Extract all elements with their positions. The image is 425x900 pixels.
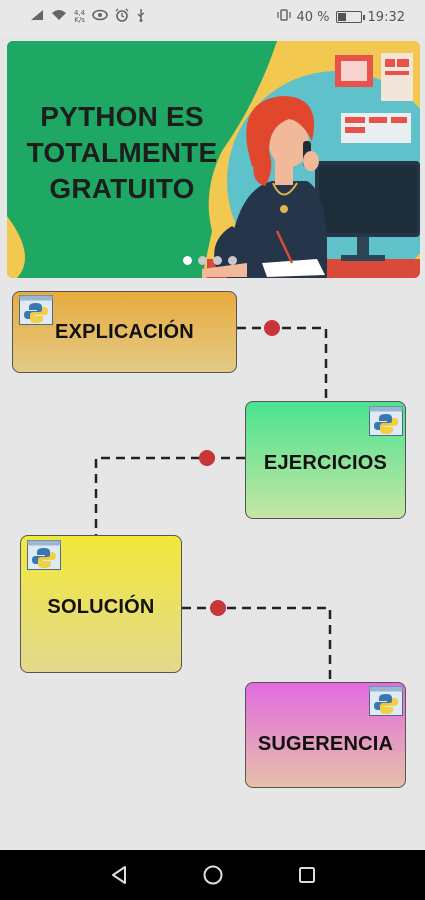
carousel-dot[interactable]	[228, 256, 237, 265]
step-explicacion-button[interactable]: EXPLICACIÓN	[12, 291, 237, 373]
python-icon	[27, 540, 61, 570]
back-icon[interactable]	[107, 863, 131, 887]
carousel-dot[interactable]	[213, 256, 222, 265]
step-label: SUGERENCIA	[257, 732, 394, 755]
step-solucion-button[interactable]: SOLUCIÓN	[20, 535, 182, 673]
step-label: EXPLICACIÓN	[55, 320, 194, 343]
banner-illustration	[7, 41, 420, 278]
connector-line	[182, 606, 332, 682]
python-icon	[19, 295, 53, 325]
carousel-dot[interactable]	[198, 256, 207, 265]
carousel-indicator[interactable]	[183, 256, 237, 265]
signal-icon	[30, 9, 44, 24]
connector-dot	[210, 600, 226, 616]
connector-line	[94, 456, 245, 535]
flow-connectors	[94, 320, 332, 682]
step-label: SOLUCIÓN	[47, 595, 155, 618]
banner-title: PYTHON ES TOTALMENTE GRATUITO	[17, 99, 227, 207]
banner-title-line: PYTHON ES	[40, 101, 204, 132]
usb-icon	[136, 8, 146, 25]
net-speed: 4,4 K/s	[74, 8, 86, 24]
connector-line	[237, 326, 328, 401]
step-label: EJERCICIOS	[263, 451, 388, 474]
connector-dot	[264, 320, 280, 336]
python-icon	[369, 686, 403, 716]
recents-icon[interactable]	[295, 863, 319, 887]
system-nav-bar	[0, 850, 425, 900]
net-speed-unit: K/s	[74, 15, 85, 24]
python-icon	[369, 406, 403, 436]
step-ejercicios-button[interactable]: EJERCICIOS	[245, 401, 406, 519]
battery-percent: 40 %	[296, 9, 330, 25]
connector-dot	[199, 450, 215, 466]
banner-title-line: GRATUITO	[49, 173, 195, 204]
carousel-dot[interactable]	[183, 256, 192, 265]
battery-icon	[335, 11, 365, 23]
vibrate-icon	[276, 8, 291, 26]
status-bar: 4,4 K/s 40 % 19:32	[0, 0, 425, 36]
net-speed-value: 4,4	[74, 8, 86, 17]
alarm-icon	[115, 8, 129, 25]
wifi-icon	[51, 9, 67, 24]
home-icon[interactable]	[201, 863, 225, 887]
clock: 19:32	[367, 9, 405, 25]
eye-icon	[92, 9, 108, 24]
step-sugerencia-button[interactable]: SUGERENCIA	[245, 682, 406, 788]
promo-banner[interactable]: PYTHON ES TOTALMENTE GRATUITO	[7, 41, 420, 278]
banner-title-line: TOTALMENTE	[26, 137, 218, 168]
